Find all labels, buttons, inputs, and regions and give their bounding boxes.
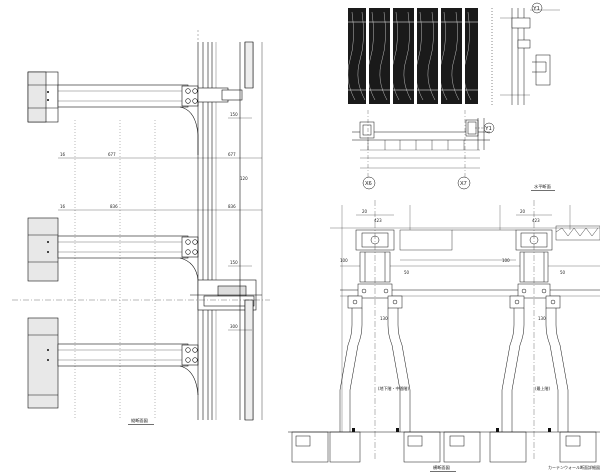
bracket-top: [57, 84, 199, 155]
grid-label-x7: X7: [460, 181, 467, 187]
left-elevation-title: 縦断面図: [131, 417, 148, 424]
note-top-floor: (最上階): [535, 385, 551, 391]
dim-label: 130: [380, 316, 388, 321]
bolt-plate-top: [181, 85, 199, 107]
bottom-cross-section: [288, 200, 600, 463]
dim-label: 50: [404, 270, 410, 275]
bottom-section-labels: 20 423 20 423 100 100 50 50 130 130 (地下階…: [340, 209, 600, 472]
dim-label: 16: [60, 204, 66, 209]
bolt-plate-middle: [181, 236, 199, 258]
grid-label-y1-top: Y1: [533, 6, 540, 12]
grid-label-x6: X6: [365, 181, 372, 187]
dim-label: 677: [108, 152, 116, 157]
grid-label-y1: Y1: [485, 126, 492, 132]
louver-detail-top: [347, 8, 478, 104]
dim-label: 836: [110, 204, 118, 209]
column-bottom: [27, 317, 59, 409]
dim-label: 836: [228, 204, 236, 209]
dim-label: 300: [230, 324, 238, 329]
title-underline: [128, 424, 154, 425]
floor-boxes: [288, 428, 600, 463]
left-elevation-view: [12, 30, 270, 421]
plan-title: 水平断面: [531, 183, 555, 191]
dim-label: 50: [560, 270, 566, 275]
dim-label: 150: [230, 260, 238, 265]
dim-label: 16: [60, 152, 66, 157]
column-middle: [27, 217, 59, 282]
dim-label: 423: [532, 218, 540, 223]
dim-label: 20: [362, 209, 368, 214]
bolt-plate-bottom: [181, 344, 199, 366]
dim-label: 150: [230, 112, 238, 117]
note-lower-floor: (地下階・中間階): [378, 385, 410, 391]
dim-label: 100: [340, 258, 348, 263]
dimension-lines: [12, 30, 270, 420]
dim-label: 130: [538, 316, 546, 321]
grid-labels: Y1 Y1 X6 X7: [365, 6, 540, 187]
column-bolts: [47, 91, 49, 361]
side-section-detail: [491, 2, 560, 105]
column-top: [27, 71, 59, 123]
sheet-caption: カーテンウォール断面詳細図: [548, 464, 600, 470]
left-elevation-labels: 16 16 677 677 836 836 150 150 300 120 縦断…: [60, 112, 248, 425]
dim-label: 120: [240, 176, 248, 181]
dim-label: 423: [374, 218, 382, 223]
dim-label: 20: [520, 209, 526, 214]
plan-section: [352, 110, 495, 190]
dim-label: 677: [228, 152, 236, 157]
bottom-section-title: 横断面図: [433, 464, 450, 471]
plan-section-title: 水平断面: [534, 183, 551, 190]
dim-label: 100: [502, 258, 510, 263]
